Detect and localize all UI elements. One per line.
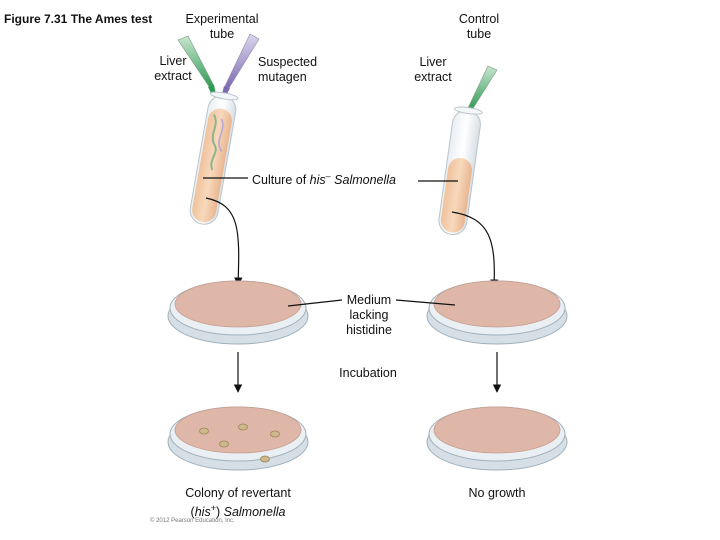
no-growth-label: No growth <box>468 486 526 500</box>
medium-leader-left <box>287 299 343 307</box>
arrow-tube-to-plate-right <box>451 211 499 288</box>
colony <box>199 427 209 435</box>
incubation-label: Incubation <box>339 366 397 380</box>
figure-title: Figure 7.31 The Ames test <box>4 12 153 26</box>
plate-experimental-top <box>167 280 309 345</box>
colony <box>270 430 280 438</box>
colony-label: Colony of revertant (his+) Salmonella <box>168 486 308 520</box>
plate-experimental-bottom <box>167 406 309 471</box>
medium-leader-right <box>395 299 456 306</box>
arrow-tube-to-plate-left <box>205 197 243 286</box>
culture-species: Salmonella <box>334 173 396 188</box>
colony-species: Salmonella <box>223 505 286 520</box>
plate-control-top <box>426 280 568 345</box>
culture-his: his <box>309 173 326 188</box>
colony-his: his <box>194 505 211 520</box>
plate-control-bottom <box>426 406 568 471</box>
colony-sup: + <box>210 503 216 513</box>
medium-label: Medium lacking histidine <box>346 293 392 337</box>
colony <box>219 440 229 448</box>
culture-label: Culture of his– Salmonella <box>252 169 422 188</box>
control-tube <box>438 106 483 236</box>
liver-extract-label-left: Liver extract <box>154 54 192 83</box>
suspected-mutagen-dropper <box>222 33 260 96</box>
liver-extract-label-right: Liver extract <box>414 55 452 84</box>
control-tube-label: Control tube <box>458 12 500 41</box>
colony-label-line2: (his+) Salmonella <box>190 503 286 520</box>
experimental-tube <box>189 91 239 225</box>
culture-prefix: Culture of <box>252 173 310 188</box>
revertant-colonies <box>199 423 280 463</box>
colony-label-line1: Colony of revertant <box>185 486 291 500</box>
colony <box>260 455 270 463</box>
experimental-tube-label: Experimental tube <box>185 12 259 41</box>
colony <box>238 423 248 431</box>
culture-sup: – <box>325 171 331 181</box>
suspected-mutagen-label: Suspected mutagen <box>258 55 318 84</box>
copyright-notice: © 2012 Pearson Education, Inc. <box>150 518 235 524</box>
